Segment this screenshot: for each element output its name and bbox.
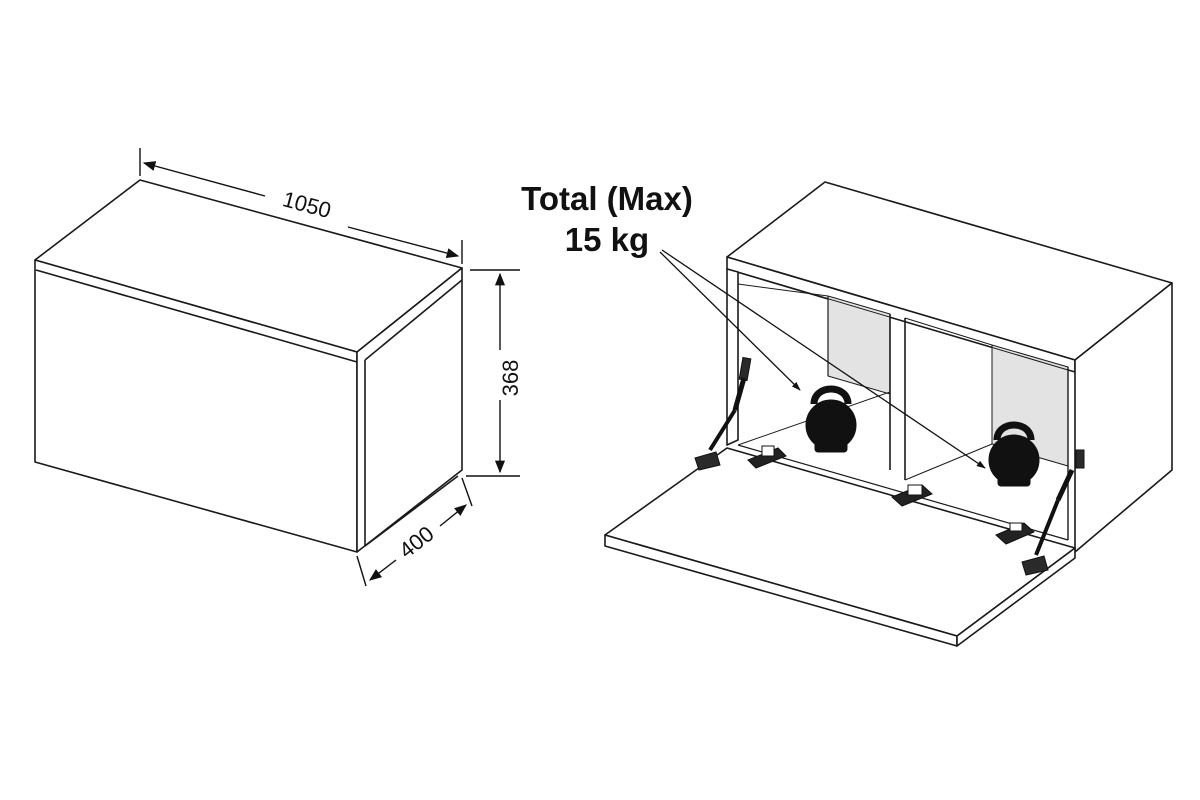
load-label-line2: 15 kg <box>565 221 649 258</box>
width-label: 1050 <box>280 186 334 223</box>
hinges <box>747 445 1035 545</box>
closed-cabinet <box>34 179 463 553</box>
side-inner-edge <box>364 279 463 361</box>
width-dimension <box>139 148 463 264</box>
kettlebell-icon <box>805 385 857 453</box>
depth-dimension <box>356 477 473 587</box>
open-cabinet-right-side <box>1074 282 1173 553</box>
hinge-icon <box>747 445 787 469</box>
height-dimension <box>466 269 520 477</box>
depth-label: 400 <box>394 521 438 563</box>
door-top-edge <box>35 269 358 363</box>
gas-strut-icon <box>1021 449 1085 576</box>
cabinet-side-face <box>356 267 463 553</box>
kettlebell-icon <box>988 421 1040 487</box>
open-cabinet <box>726 181 1173 553</box>
hinge-icon <box>891 484 933 507</box>
height-label: 368 <box>498 360 523 397</box>
load-label-line1: Total (Max) <box>521 180 693 217</box>
gas-strut-icon <box>694 356 752 471</box>
load-leader-lines <box>659 249 986 469</box>
bottom-inner-edge <box>364 475 459 547</box>
drop-down-door <box>604 447 1076 647</box>
door-side-edge <box>956 547 1076 647</box>
hinge-icon <box>995 522 1035 545</box>
